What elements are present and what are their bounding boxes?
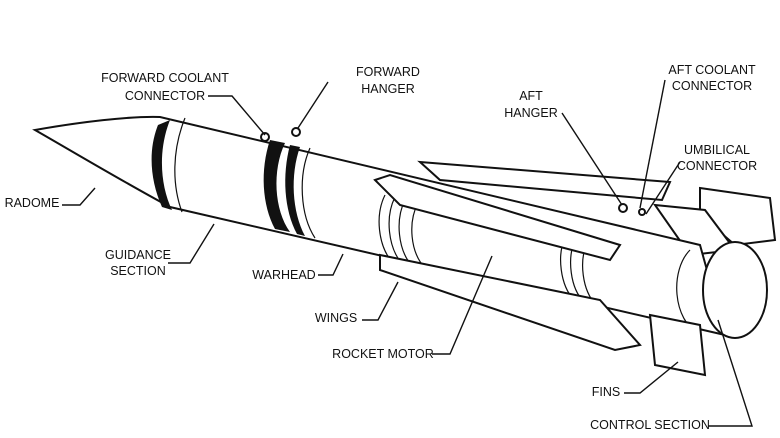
svg-text:SECTION: SECTION — [110, 264, 166, 278]
label-warhead: WARHEAD — [252, 268, 315, 282]
label-guidance-section: GUIDANCE SECTION — [105, 248, 171, 278]
label-forward-hanger: FORWARD HANGER — [356, 65, 420, 96]
upper-wing — [417, 160, 672, 202]
missile-body — [32, 115, 768, 339]
svg-text:FORWARD: FORWARD — [356, 65, 420, 79]
label-rocket-motor: ROCKET MOTOR — [332, 347, 434, 361]
section-bands — [151, 117, 316, 239]
lower-fins — [648, 313, 707, 377]
label-aft-coolant-connector: AFT COOLANT CONNECTOR — [668, 63, 756, 93]
connectors — [260, 127, 646, 216]
svg-text:GUIDANCE: GUIDANCE — [105, 248, 171, 262]
svg-text:CONNECTOR: CONNECTOR — [672, 79, 752, 93]
lower-wing — [373, 173, 642, 352]
label-wings: WINGS — [315, 311, 357, 325]
label-forward-coolant-connector: FORWARD COOLANT CONNECTOR — [101, 71, 229, 103]
svg-text:CONNECTOR: CONNECTOR — [677, 159, 757, 173]
svg-text:AFT: AFT — [519, 89, 543, 103]
leader-lines — [62, 79, 753, 427]
svg-text:CONNECTOR: CONNECTOR — [125, 89, 205, 103]
svg-text:UMBILICAL: UMBILICAL — [684, 143, 750, 157]
label-umbilical-connector: UMBILICAL CONNECTOR — [677, 143, 757, 173]
svg-text:HANGER: HANGER — [361, 82, 414, 96]
label-fins: FINS — [592, 385, 620, 399]
svg-text:AFT COOLANT: AFT COOLANT — [668, 63, 756, 77]
svg-text:FORWARD COOLANT: FORWARD COOLANT — [101, 71, 229, 85]
label-radome: RADOME — [5, 196, 60, 210]
label-aft-hanger: AFT HANGER — [504, 89, 557, 120]
svg-text:HANGER: HANGER — [504, 106, 557, 120]
label-control-section: CONTROL SECTION — [590, 418, 710, 432]
